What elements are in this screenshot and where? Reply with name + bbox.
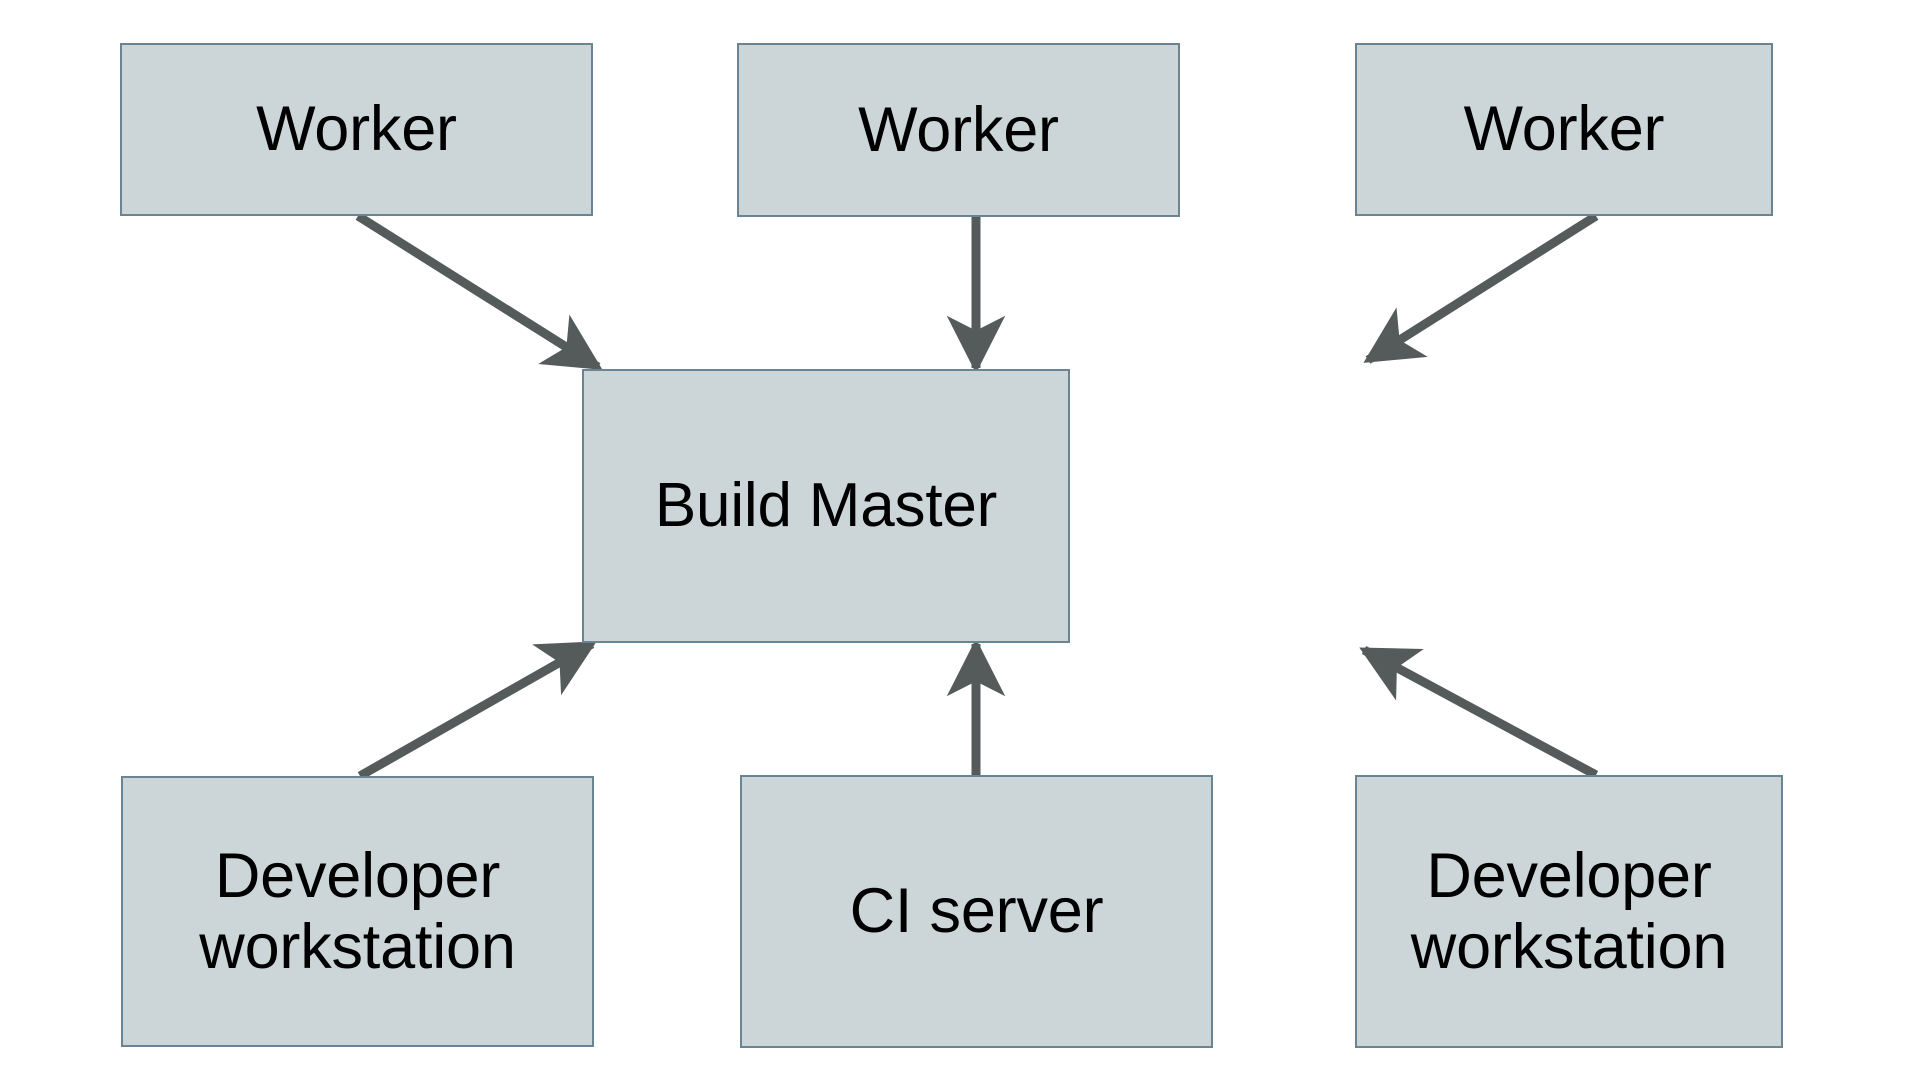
node-label: Worker [256,94,457,165]
node-label: Worker [1463,94,1665,165]
node-developer-workstation-right[interactable]: Developer workstation [1355,775,1783,1048]
node-label: Build Master [654,471,998,541]
node-worker-top-left[interactable]: Worker [120,43,593,216]
edge-dev-left-to-build-master [357,640,597,780]
node-worker-top-middle[interactable]: Worker [737,43,1180,217]
node-developer-workstation-left[interactable]: Developer workstation [121,776,594,1047]
edge-dev-right-to-build-master [1359,646,1599,779]
edge-worker-tr-to-build-master [1363,212,1599,364]
node-label: Worker [858,94,1059,165]
node-ci-server[interactable]: CI server [740,775,1213,1048]
node-worker-top-right[interactable]: Worker [1355,43,1773,216]
node-label: CI server [849,876,1104,947]
node-label: Developer workstation [199,840,516,982]
edge-worker-tl-to-build-master [355,212,603,371]
node-build-master[interactable]: Build Master [582,369,1070,643]
node-label: Developer workstation [1410,840,1728,982]
